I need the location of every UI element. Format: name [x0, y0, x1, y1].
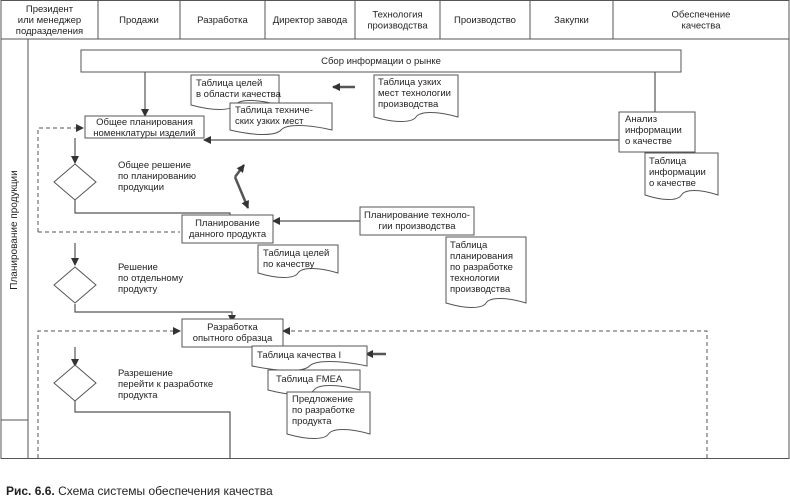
figure-caption: Рис. 6.6. Схема системы обеспечения каче… [6, 484, 273, 498]
diagram-frame [0, 0, 790, 459]
figure-caption-text: Схема системы обеспечения качества [58, 484, 273, 498]
doc-quality-info-shape [644, 152, 719, 200]
line-d3-down [74, 400, 231, 458]
doc-fmea-shape [267, 369, 361, 395]
lane-header-5: Производство [454, 15, 516, 26]
prototype-box [181, 318, 284, 348]
lane-header-6: Закупки [554, 15, 589, 26]
bold-arrow-down [233, 176, 250, 209]
doc-narrow-places-shape [373, 74, 459, 122]
side-label: Планирование продукции [9, 170, 20, 289]
decision-d2-diamond [53, 266, 97, 304]
tech-planning-box [359, 206, 475, 236]
flow-lines [71, 72, 656, 458]
doc-tech-bottlenecks-shape [229, 102, 333, 135]
lane-header-2: Разработка [197, 15, 248, 26]
doc-quality-table: Таблица качества I [257, 350, 341, 361]
bold-arrow-up [234, 164, 245, 178]
lane-dividers [97, 0, 614, 39]
node-tech-planning: Планирование техноло-гии производства [364, 210, 470, 232]
quality-analysis-box [618, 111, 696, 153]
dashed-loop-general [37, 124, 84, 232]
decision-d1-diamond [53, 163, 97, 201]
line-d2-to-prototype [74, 304, 236, 323]
doc-product-goals-shape [257, 244, 339, 278]
decision-d3-diamond [53, 364, 97, 402]
dashed-return-right [282, 327, 708, 458]
product-planning-box [181, 214, 274, 244]
process-boxes [80, 49, 696, 348]
doc-fmea: Таблица FMEA [276, 374, 343, 385]
node-market-info: Сбор информации о рынке [321, 56, 441, 67]
doc-dev-proposal-shape [286, 391, 371, 439]
feedback-lines [37, 124, 708, 458]
market-info-box [80, 49, 682, 73]
doc-quality-table-shape [251, 345, 368, 371]
doc-dev-planning-shape [445, 236, 527, 308]
document-shapes [190, 74, 719, 439]
decision-shapes [53, 163, 97, 402]
general-planning-box [84, 115, 205, 139]
lane-header-3: Директор завода [273, 15, 348, 26]
doc-tech-bottlenecks: Таблица техниче-ских узких мест [235, 105, 313, 127]
dashed-loop-prototype [37, 327, 181, 458]
figure-caption-label: Рис. 6.6. [6, 484, 55, 498]
lane-header-1: Продажи [119, 15, 159, 26]
